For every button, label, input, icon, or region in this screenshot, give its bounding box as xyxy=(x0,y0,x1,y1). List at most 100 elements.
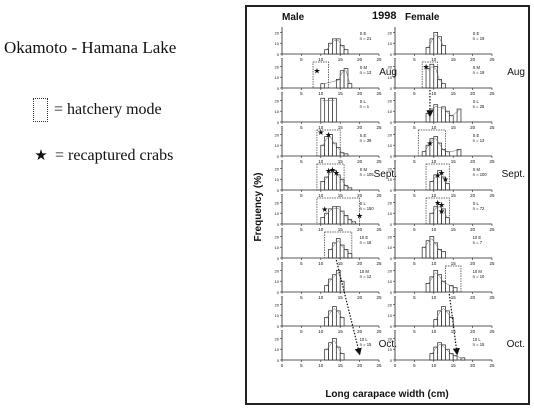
x-tick-label: 20 xyxy=(470,295,476,300)
month-label-male: Oct. xyxy=(379,339,397,350)
x-tick-label: 5 xyxy=(413,193,416,198)
histogram-bar xyxy=(347,253,353,259)
panel-label: n = 1 xyxy=(360,104,370,109)
histogram-bar xyxy=(445,348,450,361)
x-tick-label: 10 xyxy=(431,261,437,266)
recaptured-star: ★ xyxy=(325,167,332,176)
histogram-bar xyxy=(421,151,427,157)
y-tick-label: 10 xyxy=(388,177,393,182)
panel-label: n = 7 xyxy=(473,240,483,245)
histogram-bar xyxy=(328,249,333,259)
x-tick-label: 15 xyxy=(451,295,457,300)
x-tick-label: 10 xyxy=(431,227,437,232)
x-tick-label: 20 xyxy=(357,295,363,300)
x-tick-label: 10 xyxy=(431,125,437,130)
histogram-bar xyxy=(433,66,439,89)
panel-label: 10 M xyxy=(473,269,483,274)
y-tick-label: 20 xyxy=(275,268,280,273)
x-tick-label: 20 xyxy=(357,57,363,62)
y-tick-label: 10 xyxy=(275,75,280,80)
y-tick-label: 0 xyxy=(277,188,280,193)
panel-label: S M xyxy=(473,65,481,70)
y-tick-label: 10 xyxy=(388,347,393,352)
panel-label: n = 13 xyxy=(360,70,372,75)
histogram-bar xyxy=(328,342,333,361)
histogram-bar xyxy=(421,246,427,259)
y-tick-label: 20 xyxy=(275,166,280,171)
x-tick-label: 20 xyxy=(470,159,476,164)
y-tick-label: 10 xyxy=(275,245,280,250)
recaptured-star: ★ xyxy=(422,62,429,71)
x-tick-label: 15 xyxy=(338,363,344,368)
fit-curve xyxy=(330,240,351,255)
y-tick-label: 0 xyxy=(390,358,393,363)
hatchery-mode-box xyxy=(445,265,462,293)
histogram-bar xyxy=(343,249,349,259)
histogram-bar xyxy=(324,285,329,293)
histogram-bar xyxy=(339,45,345,55)
recaptured-star: ★ xyxy=(356,211,363,220)
histogram-bar xyxy=(332,97,337,123)
histogram-bar xyxy=(339,210,345,225)
x-tick-label: 5 xyxy=(300,91,303,96)
panel-label: S E xyxy=(473,133,480,138)
histogram-bar xyxy=(332,38,337,55)
panel-label: 10 E xyxy=(473,235,482,240)
x-tick-label: 10 xyxy=(431,193,437,198)
fit-curve xyxy=(326,308,343,319)
panel-label: n = 12 xyxy=(360,274,372,279)
x-tick-label: 20 xyxy=(357,329,363,334)
x-tick-label: 25 xyxy=(376,295,382,300)
y-tick-label: 20 xyxy=(388,166,393,171)
y-tick-label: 0 xyxy=(390,290,393,295)
y-tick-label: 20 xyxy=(388,132,393,137)
histogram-bar xyxy=(347,187,353,191)
dotted-arrow xyxy=(448,293,460,356)
x-tick-label: 20 xyxy=(357,261,363,266)
y-tick-label: 20 xyxy=(275,98,280,103)
x-tick-label: 5 xyxy=(300,227,303,232)
histogram-bar xyxy=(320,217,326,225)
histogram-bar xyxy=(335,206,341,225)
panel-label: 10 L xyxy=(473,337,482,342)
x-tick-label: 0 xyxy=(394,193,397,198)
x-tick-label: 5 xyxy=(300,193,303,198)
x-tick-label: 10 xyxy=(431,295,437,300)
y-tick-label: 0 xyxy=(390,120,393,125)
x-tick-label: 20 xyxy=(470,227,476,232)
panel-label: n = 10 xyxy=(473,274,485,279)
panel-label: S L xyxy=(360,99,367,104)
x-tick-label: 5 xyxy=(413,57,416,62)
histogram-bar xyxy=(328,208,333,225)
y-tick-label: 0 xyxy=(390,154,393,159)
panel-label: n = 100 xyxy=(473,172,488,177)
month-label-female: Aug xyxy=(507,67,525,78)
panel-label: n = 19 xyxy=(473,70,485,75)
star-icon: ★ xyxy=(34,148,48,164)
hatchery-mode-box xyxy=(425,197,450,225)
hatchery-mode-box xyxy=(421,61,439,89)
x-tick-label: 0 xyxy=(281,295,284,300)
y-tick-label: 0 xyxy=(277,358,280,363)
fit-curve xyxy=(326,272,343,287)
y-tick-label: 20 xyxy=(388,30,393,35)
y-tick-label: 10 xyxy=(275,211,280,216)
fit-curve xyxy=(431,172,448,185)
x-tick-label: 0 xyxy=(394,227,397,232)
histogram-bar xyxy=(332,306,337,327)
x-tick-label: 25 xyxy=(376,261,382,266)
panel-label: S L xyxy=(473,201,480,206)
x-tick-label: 5 xyxy=(300,295,303,300)
x-tick-label: 10 xyxy=(318,227,324,232)
histogram-bar xyxy=(448,115,454,123)
y-tick-label: 0 xyxy=(277,324,280,329)
histogram-bar xyxy=(433,242,439,259)
histogram-bar xyxy=(343,215,349,225)
x-tick-label: 10 xyxy=(318,91,324,96)
histogram-bar xyxy=(437,142,442,157)
x-tick-label: 20 xyxy=(470,91,476,96)
y-tick-label: 0 xyxy=(277,86,280,91)
histogram-bar xyxy=(339,70,345,89)
y-tick-label: 20 xyxy=(275,64,280,69)
x-tick-label: 0 xyxy=(281,91,284,96)
